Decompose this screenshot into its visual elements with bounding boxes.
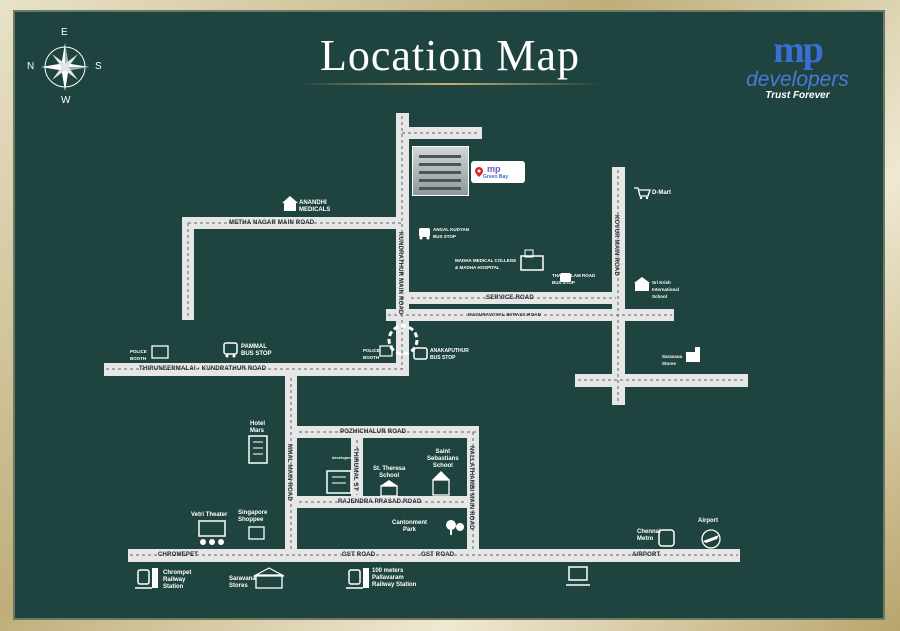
map-pin-icon bbox=[475, 167, 483, 177]
train-icon-metro-bottom bbox=[566, 566, 590, 586]
store-icon-saravana bbox=[253, 567, 285, 589]
label-cantonment: Cantonment Park bbox=[392, 520, 427, 533]
school-icon-sebastian bbox=[432, 471, 450, 496]
label-vetri: Vetri Theater bbox=[191, 512, 228, 518]
label-st-theresa: St. Theresa School bbox=[373, 466, 406, 479]
brand-logo: mp developers Trust Forever bbox=[730, 30, 865, 110]
label-dmart: D-Mart bbox=[652, 190, 671, 196]
road-metha-nagar-v bbox=[182, 217, 194, 320]
label-kundrathur: KUNDRATHUR MAIN ROAD bbox=[397, 232, 403, 315]
road-gst bbox=[128, 549, 740, 562]
hotel-icon bbox=[248, 435, 268, 464]
marker-brand: mp bbox=[487, 163, 501, 174]
bus-icon-thandalam bbox=[560, 273, 571, 282]
label-singapore: Singapore Shoppee bbox=[238, 510, 268, 523]
road-rajendra bbox=[297, 496, 467, 508]
label-anakaputhur: ANAKAPUTHUR BUS STOP bbox=[430, 348, 469, 361]
bus-icon-anjal bbox=[419, 228, 430, 240]
label-service-road: SERVICE ROAD bbox=[486, 295, 534, 301]
label-mmal: MMAL MAIN ROAD bbox=[286, 444, 292, 502]
compass-e: E bbox=[61, 27, 68, 38]
label-gst-road-2: GST ROAD bbox=[421, 552, 455, 558]
road-pozhichalur bbox=[297, 426, 478, 438]
brand-tagline: Trust Forever bbox=[765, 90, 830, 101]
road-thirumal bbox=[351, 438, 363, 497]
marker-label: Green Bay bbox=[483, 173, 509, 180]
train-icon-pallavaram bbox=[346, 568, 369, 589]
label-chennai-metro: Chennai Metro bbox=[637, 529, 661, 542]
label-saint-sebastian: Saint Sebastians School bbox=[427, 449, 459, 469]
road-bypass bbox=[386, 309, 674, 321]
label-airport-road: AIRPORT bbox=[632, 552, 661, 558]
label-sri-krish: Sri Krish International School bbox=[652, 280, 680, 299]
label-saravana: Saravana Stores bbox=[229, 576, 256, 589]
hospital-icon-madha bbox=[520, 249, 544, 271]
label-bypass-road: MADURAVOYAL BYPASS ROAD bbox=[468, 312, 542, 317]
label-pallavaram: 100 meters Pallavaram Railway Station bbox=[372, 568, 417, 588]
label-anjal: ANGAL KUDYAN BUS STOP bbox=[433, 227, 470, 239]
label-nallathambi: NALLATHAMBI MAIN ROAD bbox=[468, 446, 474, 530]
site-building-photo bbox=[412, 146, 469, 196]
label-airport: Airport bbox=[698, 518, 718, 524]
train-icon-chrompet bbox=[135, 568, 158, 589]
road-kovur-h bbox=[575, 374, 748, 387]
bus-icon-anakaputhur bbox=[413, 347, 428, 360]
label-pammal: PAMMAL BUS STOP bbox=[241, 344, 272, 357]
theater-icon-vetri bbox=[198, 520, 226, 545]
cart-icon-dmart bbox=[634, 187, 651, 200]
project-marker[interactable]: mp Green Bay bbox=[471, 161, 525, 183]
plane-icon-airport bbox=[701, 529, 721, 549]
label-chrompet-road: CHROMEPET bbox=[158, 552, 199, 558]
school-icon-theresa bbox=[380, 480, 398, 497]
title-underline bbox=[298, 83, 600, 85]
label-hotel: Hotel Mars bbox=[250, 421, 265, 434]
label-rajendra: RAJENDRA PRASAD ROAD bbox=[338, 499, 422, 505]
label-devpts: developers bbox=[332, 455, 354, 460]
brand-name: developers bbox=[746, 68, 849, 91]
store-icon-singapore bbox=[248, 526, 265, 540]
store-icon-anandhi bbox=[282, 196, 298, 211]
store-icon-saravana-top bbox=[686, 347, 700, 362]
police-icon-left bbox=[151, 345, 169, 359]
label-gst-road-1: GST ROAD bbox=[342, 552, 376, 558]
compass-n: N bbox=[27, 61, 35, 72]
label-metha-nagar: METHA NAGAR MAIN ROAD bbox=[229, 220, 315, 226]
roundabout bbox=[387, 324, 419, 356]
school-icon-sri-krish bbox=[634, 277, 650, 291]
label-anandhi: ANANDHI MEDICALS bbox=[299, 200, 331, 213]
label-saravana-top: Saravana Stores bbox=[662, 354, 683, 366]
park-icon bbox=[446, 520, 464, 535]
bus-icon-pammal bbox=[223, 342, 238, 358]
police-icon-mid bbox=[379, 345, 393, 357]
label-thandalam: THANDALAM ROAD BUS STOP bbox=[552, 273, 596, 285]
label-kovur: KOVUR MAIN ROAD bbox=[613, 215, 619, 276]
project-building-icon bbox=[326, 470, 352, 494]
label-police-mid: POLICE BOOTH bbox=[363, 348, 380, 360]
brand-initials: mp bbox=[773, 29, 824, 71]
label-thirumal: THIRUMAL ST bbox=[352, 448, 358, 491]
compass-s: S bbox=[95, 61, 102, 72]
metro-icon-chennai bbox=[658, 529, 675, 547]
page-title: Location Map bbox=[319, 31, 581, 80]
compass-w: W bbox=[61, 95, 71, 106]
label-police-left: POLICE BOOTH bbox=[130, 349, 147, 361]
label-pozhichalur: POZHICHALUR ROAD bbox=[340, 429, 407, 435]
label-thiruneermalai: THIRUNEERMALAI - KUNDRATHUR ROAD bbox=[139, 366, 267, 372]
label-chrompet-rly: Chrompet Railway Station bbox=[163, 570, 192, 590]
label-madha: MADHA MEDICAL COLLEGE & MADHA HOSPITAL bbox=[455, 258, 517, 270]
